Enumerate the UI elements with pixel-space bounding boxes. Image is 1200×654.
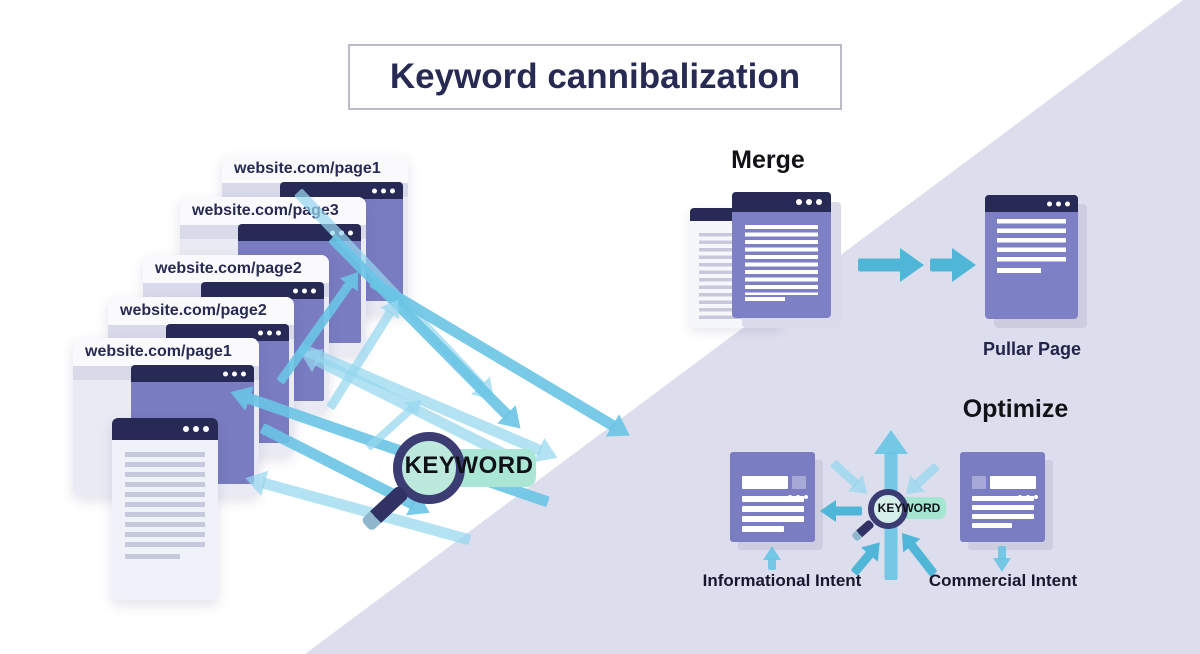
- text-line: [742, 516, 804, 522]
- window-dots-icon: [223, 371, 246, 376]
- commercial-page: [960, 452, 1045, 542]
- text-line-short: [742, 526, 784, 532]
- text-line: [972, 514, 1034, 519]
- window-titlebar: [131, 365, 254, 382]
- window-titlebar: [166, 324, 289, 341]
- window-titlebar: [201, 282, 324, 299]
- window-dots-icon: [183, 426, 209, 432]
- search-bar: [990, 476, 1036, 489]
- text-line: [742, 506, 804, 512]
- pillar-page-label: Pullar Page: [982, 339, 1082, 359]
- search-box: [792, 476, 806, 489]
- title-box: Keyword cannibalization: [348, 44, 842, 110]
- window-titlebar: [985, 195, 1078, 212]
- magnifier-icon: [868, 489, 908, 529]
- text-line-short: [745, 297, 785, 301]
- optimize-heading: Optimize: [962, 395, 1069, 423]
- window-titlebar: [732, 192, 831, 212]
- window-dots-icon: [796, 199, 822, 205]
- text-line-short: [125, 554, 180, 559]
- window-dots-icon: [258, 330, 281, 335]
- keyword-label: KEYWORD: [404, 452, 534, 479]
- window-titlebar: [112, 418, 218, 440]
- window-dots-icon: [293, 288, 316, 293]
- window-dots-icon: [1047, 201, 1070, 206]
- document-window: [112, 418, 218, 600]
- window-titlebar: [960, 452, 1045, 499]
- text-lines: [997, 219, 1066, 266]
- text-line: [972, 496, 1034, 501]
- informational-page: [730, 452, 815, 542]
- text-line-short: [997, 268, 1041, 273]
- commercial-intent-label: Commercial Intent: [928, 571, 1078, 590]
- text-line: [742, 496, 804, 502]
- text-line: [972, 505, 1034, 510]
- url-bar: website.com/page2: [108, 297, 294, 325]
- search-box: [972, 476, 986, 489]
- search-bar: [742, 476, 788, 489]
- text-line-short: [972, 523, 1012, 528]
- window-dots-icon: [372, 188, 395, 193]
- url-bar: website.com/page2: [143, 255, 329, 283]
- pillar-page: [985, 195, 1078, 319]
- text-lines: [745, 225, 818, 295]
- keyword-label: KEYWORD: [877, 501, 941, 515]
- merge-heading: Merge: [731, 146, 805, 174]
- text-lines: [125, 452, 205, 550]
- url-bar: website.com/page1: [73, 338, 259, 366]
- url-bar: website.com/page3: [180, 197, 366, 225]
- informational-intent-label: Informational Intent: [702, 571, 862, 590]
- merge-front-page: [732, 192, 831, 318]
- window-titlebar: [280, 182, 403, 199]
- url-bar: website.com/page1: [222, 155, 408, 183]
- window-titlebar: [730, 452, 815, 499]
- page-title: Keyword cannibalization: [389, 57, 801, 96]
